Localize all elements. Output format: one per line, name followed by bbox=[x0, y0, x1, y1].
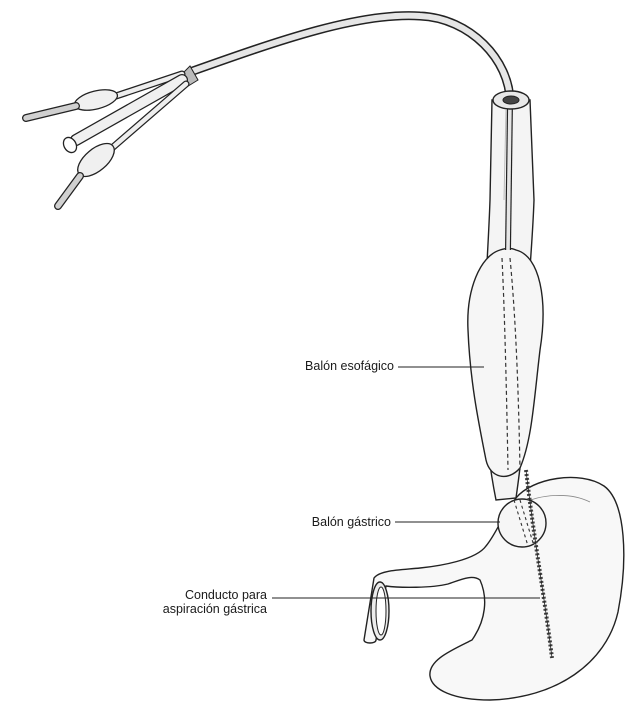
stomach bbox=[364, 477, 624, 700]
gastric-balloon-label: Balón gástrico bbox=[312, 515, 391, 529]
main-tube bbox=[190, 16, 529, 250]
aspiration-duct-label-line2: aspiración gástrica bbox=[163, 602, 267, 616]
esophageal-inflation-port bbox=[26, 86, 120, 118]
esophageal-balloon-label: Balón esofágico bbox=[305, 359, 394, 373]
aspiration-duct-label-line1: Conducto para bbox=[163, 588, 267, 602]
gastric-balloon bbox=[498, 499, 546, 547]
esophageal-balloon-label-text: Balón esofágico bbox=[305, 359, 394, 373]
gastric-balloon-label-text: Balón gástrico bbox=[312, 515, 391, 529]
esophageal-balloon bbox=[468, 249, 543, 477]
aspiration-duct-label: Conducto para aspiración gástrica bbox=[163, 588, 267, 616]
